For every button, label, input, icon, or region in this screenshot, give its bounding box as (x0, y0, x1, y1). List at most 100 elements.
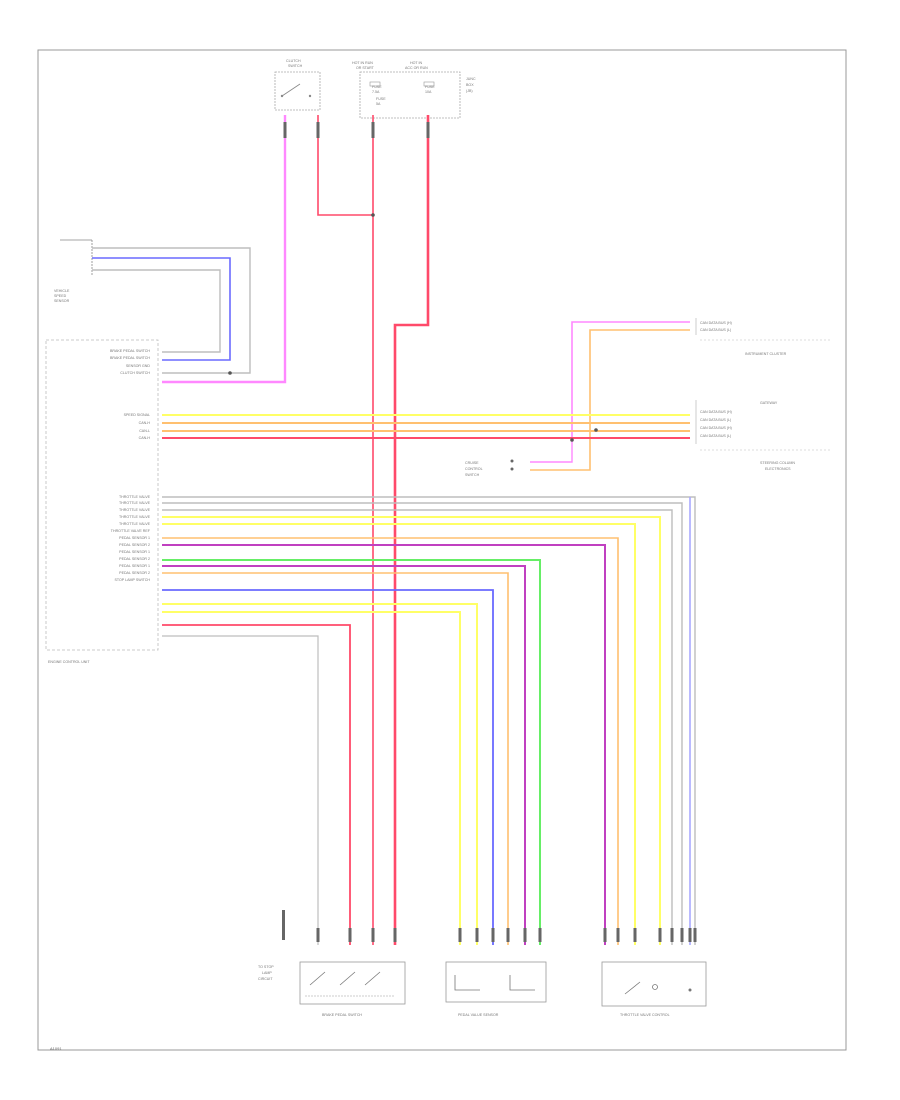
wire-yellow (162, 516, 661, 945)
wire-gray (92, 247, 251, 374)
instrument-cluster-title: INSTRUMENT CLUSTER (745, 352, 787, 356)
ecm-pin-label: CAN-H (139, 421, 151, 425)
ecm-pin-label: THROTTLE VALVE (119, 522, 151, 526)
wire-red (317, 115, 373, 216)
wire-pink (530, 440, 573, 463)
wire-gray (162, 502, 683, 945)
connector-pin (658, 928, 662, 942)
fuse-a-label: FUSE (372, 85, 382, 89)
connector-pin (371, 928, 375, 942)
wire-pink (162, 115, 287, 384)
wire-red (162, 624, 351, 945)
wire-purple (162, 544, 606, 945)
connector-pin (538, 928, 542, 942)
wire-green (162, 559, 541, 945)
ic-pin-1: CAN DATA BUS (H) (700, 321, 732, 325)
connector-pin (693, 928, 697, 942)
connector-pin (371, 122, 375, 138)
connector-pin (283, 122, 287, 138)
fuse-c-rating: 5A (376, 102, 381, 106)
wire-orange (530, 329, 690, 471)
ecm-pin-label: THROTTLE VALVE (119, 495, 151, 499)
connector-pin (282, 910, 285, 940)
stop-lamp-label-2: LAMP (262, 971, 272, 975)
stop-lamp-label-3: CIRCUIT (258, 977, 273, 981)
ecm-label: ENGINE CONTROL UNIT (48, 660, 90, 664)
hot-in-run-label-1: HOT IN RUN (352, 61, 373, 65)
connector-pin (316, 928, 320, 942)
connector-pin (688, 928, 692, 942)
brake-pedal-switch-label: BRAKE PEDAL SWITCH (322, 1013, 362, 1017)
wire-harness (92, 115, 697, 945)
footer-code: A1091 (50, 1046, 62, 1051)
wire-yellow (162, 523, 636, 945)
vehicle-speed-sensor: VEHICLE SPEED SENSOR (54, 239, 93, 303)
wire-blue (92, 257, 231, 361)
fuse-a-rating: 7.5A (372, 90, 380, 94)
gw-pin-3: CAN DATA BUS (H) (700, 426, 732, 430)
clutch-switch: CLUTCH SWITCH (274, 59, 321, 111)
power-dist-label-1: HOT IN (410, 61, 423, 65)
connector-pin (393, 928, 397, 942)
ecm-pin-label: PEDAL SENSOR 2 (119, 571, 150, 575)
connector-pin (633, 928, 637, 942)
splice-dot (594, 428, 598, 432)
fuse-block: HOT IN RUN OR START HOT IN ACC OR RUN FU… (352, 61, 476, 119)
ecm-pin-label: THROTTLE VALVE REF (111, 529, 151, 533)
connector-pin (426, 122, 430, 138)
wire-blue (162, 589, 494, 945)
junction-box-label-2: BOX (466, 83, 474, 87)
ic-pin-2: CAN DATA BUS (L) (700, 328, 731, 332)
cruise-switch-label-1: CRUISE (465, 461, 479, 465)
wire-yellow (162, 611, 461, 945)
ecm-pin-label: STOP LAMP SWITCH (114, 578, 150, 582)
ecm-box (45, 339, 159, 651)
instrument-cluster: CAN DATA BUS (H) CAN DATA BUS (L) INSTRU… (695, 318, 830, 356)
speed-sensor-label-3: SENSOR (54, 299, 70, 303)
splice-dot (371, 213, 375, 217)
connector-pin (523, 928, 527, 942)
junction-box-label-3: (JB) (466, 89, 473, 93)
ecm-pin-label: SENSOR GND (126, 364, 151, 368)
connector-pin (491, 928, 495, 942)
diagram-border (37, 49, 847, 1051)
wire-gray (162, 509, 673, 945)
ecm-pin-label: PEDAL SENSOR 2 (119, 543, 150, 547)
connector-pin (680, 928, 684, 942)
connector-pin (670, 928, 674, 942)
wire-gray (162, 635, 319, 945)
clutch-switch-label-1: CLUTCH (286, 59, 301, 63)
ecm-pin-label: PEDAL SENSOR 1 (119, 564, 150, 568)
junction-box-label-1: JUNC (466, 77, 476, 81)
ecm-pin-label: PEDAL SENSOR 1 (119, 550, 150, 554)
wire-orange (162, 572, 509, 945)
ecm-pin-label: CAN-H (139, 436, 151, 440)
power-dist-label-2: ACC OR RUN (405, 66, 428, 70)
ecm-pin-label: CLUTCH SWITCH (120, 371, 150, 375)
throttle-valve-control-label: THROTTLE VALVE CONTROL (620, 1013, 670, 1017)
stop-lamp-label-1: TO STOP (258, 965, 274, 969)
ecm-pin-label: PEDAL SENSOR 1 (119, 536, 150, 540)
hot-in-run-label-2: OR START (356, 66, 375, 70)
ecm-pin-label: SPEED SIGNAL (124, 413, 150, 417)
cruise-switch-label-3: SWITCH (465, 473, 480, 477)
connector-pin (616, 928, 620, 942)
connector-pin (475, 928, 479, 942)
wire-yellow (162, 603, 478, 945)
gw-pin-1: CAN DATA BUS (H) (700, 410, 732, 414)
brake-pedal-switch: BRAKE PEDAL SWITCH (299, 961, 406, 1017)
wire-orange (162, 537, 619, 945)
cruise-switch-label-2: CONTROL (465, 467, 483, 471)
pedal-value-sensor: PEDAL VALUE SENSOR (445, 961, 547, 1017)
wire-red (393, 115, 430, 945)
ecm-pin-label: PEDAL SENSOR 2 (119, 557, 150, 561)
gw-pin-4: CAN DATA BUS (L) (700, 434, 731, 438)
wire-pink (571, 321, 690, 440)
throttle-valve-control: THROTTLE VALVE CONTROL (601, 961, 707, 1017)
ecm-pin-label: THROTTLE VALVE (119, 508, 151, 512)
connector-pin (348, 928, 352, 942)
steering-column-label-2: ELECTRONICS (765, 467, 791, 471)
